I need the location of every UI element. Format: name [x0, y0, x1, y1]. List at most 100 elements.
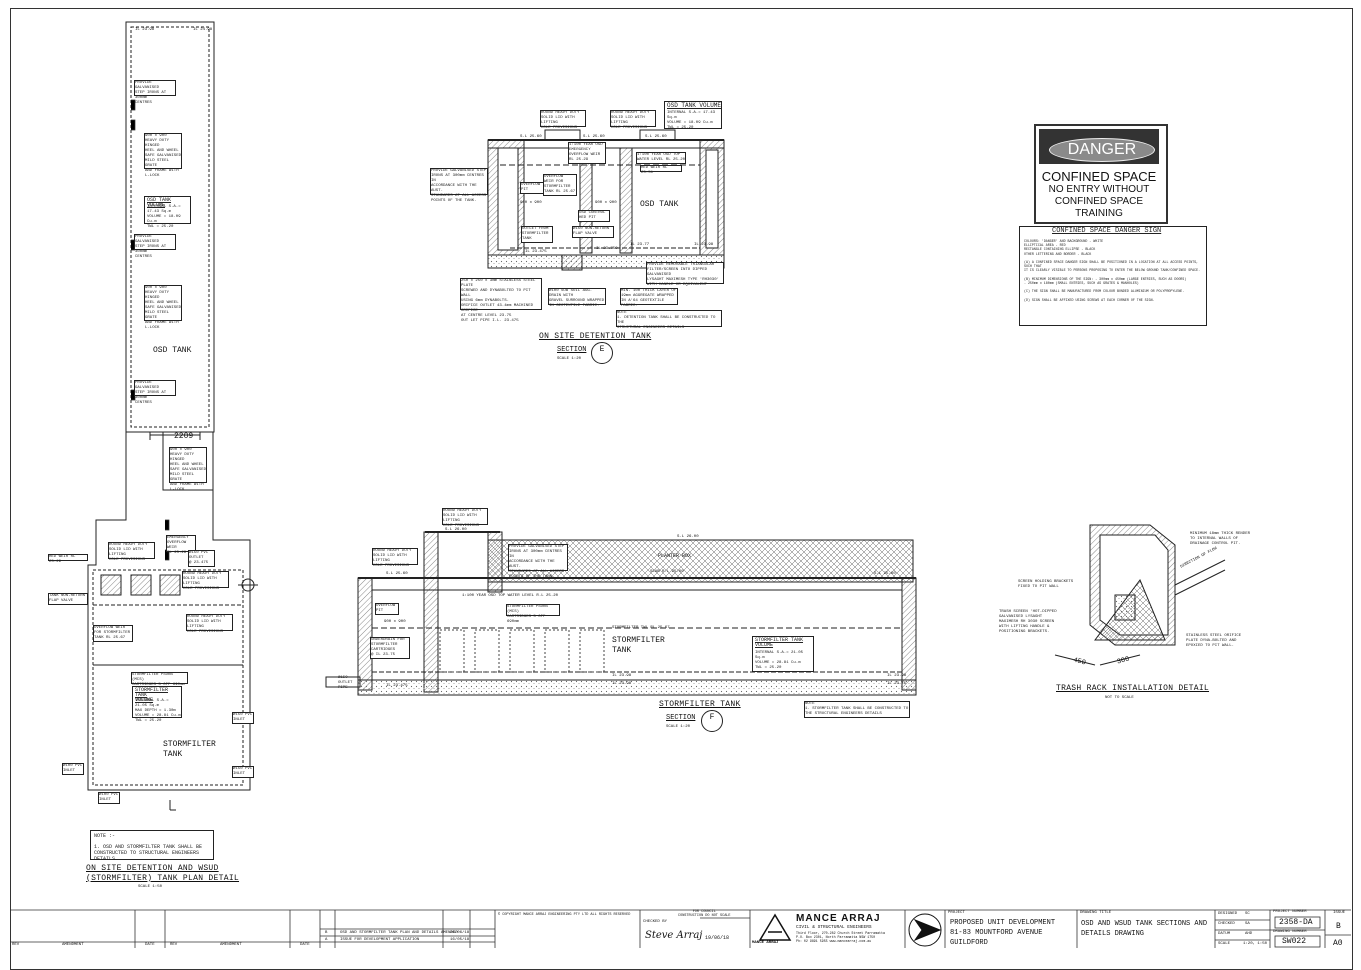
- plan-note-step-irons-2: PROVIDE GALVANISED STEP IRONS AT 300mm C…: [134, 234, 176, 259]
- plan-stormfilter-volume-title: STORMFILTER TANK VOLUME: [135, 687, 169, 703]
- tb-company: MANCE ARRAJ: [796, 913, 881, 924]
- trash-rack-screen-note: TRASH SCREEN 'HOT-DIPPED GALVANISED LYSA…: [999, 610, 1057, 634]
- tb-drawing-title-2: DETAILS DRAWING: [1081, 930, 1145, 938]
- tb-designed: SC: [1245, 912, 1250, 916]
- section-f-vol-title: STORMFILTER TANK VOLUME: [755, 637, 804, 648]
- section-e-outline: [487, 129, 725, 271]
- section-e-il2: IL 23.77: [630, 243, 650, 247]
- north-arrow-icon: [908, 913, 942, 947]
- danger-line-2: NO ENTRY WITHOUT: [1048, 184, 1150, 195]
- section-e-osd-tank: OSD TANK: [640, 200, 679, 209]
- tb-size: A0: [1333, 939, 1343, 948]
- tb-datum-label: DATUM: [1218, 932, 1231, 936]
- section-f-il2: IL 23.98: [612, 674, 632, 678]
- section-f-word: SECTION: [666, 714, 696, 722]
- plan-note-title: NOTE :-: [94, 833, 116, 839]
- plan-width-dimension: 2209: [174, 432, 194, 441]
- tb-checked-label: CHECKED: [1218, 922, 1235, 926]
- section-e-agg-layer: MIN. 100 THICK LAYER OF 19mm AGGREGATE W…: [620, 288, 678, 308]
- tb-rev-a: OSD AND STORMFILTER TANK PLAN AND DETAIL…: [340, 931, 458, 935]
- trash-rack-orifice-note: STAINLESS STEEL ORIFICE PLATE DYNA-BOLTE…: [1186, 634, 1242, 648]
- plan-note-stormfilter-pipes: STORMFILTER PSORB (MCS) CARTRIDGES 5 OFF…: [131, 672, 188, 687]
- plan-note-heavy-lid-3: ROUND HEAVY DUTY SOLID LID WITH LIFTING …: [186, 614, 233, 634]
- title-block-lines: [10, 909, 1351, 948]
- plan-note-grate-3: 900 x 900 HEAVY DUTY HINGED HEEL AND WHE…: [169, 447, 207, 492]
- danger-sign: DANGER CONFINED SPACE NO ENTRY WITHOUT C…: [1034, 124, 1168, 224]
- section-f-title: STORMFILTER TANK: [659, 700, 741, 709]
- tb-project-2: 81-83 MOUNTFORD AVENUE: [950, 929, 1043, 937]
- section-f-dim-900: 900 x 900: [384, 620, 406, 624]
- tb-drawing-no: SW022: [1282, 937, 1307, 946]
- section-f-step-irons: PROVIDE GALVANISED STEP IRONS AT 300mm C…: [508, 544, 568, 579]
- plan-note-body: 1. OSD AND STORMFILTER TANK SHALL BE CON…: [94, 844, 203, 862]
- section-f-heavy-lid-b: ROUND HEAVY DUTY SOLID LID WITH LIFTING …: [372, 548, 418, 568]
- plan-note-overflow-weir: OVERFLOW WEIR FOR STORMFILTER TANK RL 25…: [93, 625, 133, 642]
- tb-company-address: Third Floor, 270-282 Church Street Parra…: [796, 931, 886, 943]
- section-e-marker: E: [591, 342, 613, 364]
- danger-spec-box: CONFINED SPACE DANGER SIGN COLOURS: 'DAN…: [1019, 226, 1207, 326]
- tb-issue-label: ISSUE: [1333, 911, 1346, 915]
- section-e-non-return: Ø150 NON-RETURN FLAP VALVE: [572, 226, 614, 238]
- tb-designed-label: DESIGNED: [1218, 912, 1238, 916]
- logo-mark: [758, 913, 792, 941]
- tb-issue: B: [1336, 922, 1341, 931]
- section-e-outlet-from: OUTLET FROM STORMFILTER TANK: [521, 226, 553, 243]
- tb-sign-date: 19/06/18: [705, 935, 730, 941]
- section-f-scale: SCALE 1:20: [666, 725, 691, 729]
- section-e-title: ON SITE DETENTION TANK: [539, 332, 652, 341]
- tb-checked: SA: [1245, 922, 1250, 926]
- plan-osd-tank-label: OSD TANK: [153, 346, 192, 355]
- tb-project-label: PROJECT: [948, 911, 965, 915]
- section-e-sl1: S.L 25.60: [520, 135, 542, 139]
- tb-scale: 1:20, 1:50: [1243, 942, 1268, 946]
- plan-note-step-irons-3: PROVIDE GALVANISED STEP IRONS AT 300mm C…: [134, 380, 176, 405]
- tb-logo-text: MANCE ARRAJ: [752, 941, 779, 945]
- danger-spec-body: COLOURS: 'DANGER' AND BACKGROUND - WHITE…: [1024, 239, 1201, 302]
- plan-level-b: IL 24.98: [193, 28, 213, 32]
- section-f-marker: F: [701, 710, 723, 732]
- section-f-il5: IL 23.75: [887, 682, 907, 686]
- tb-project-3: GUILDFORD: [950, 939, 988, 947]
- plan-note-emergency-weir: EMERGENCY OVERFLOW WEIR RL 25.29: [166, 535, 196, 555]
- section-f-sl-top: S.L 26.00: [677, 535, 699, 539]
- section-e-dim-900: 900 x 900: [520, 201, 542, 205]
- danger-line-3: CONFINED SPACE: [1054, 196, 1144, 207]
- plan-note-pvc-outlet: Ø150 PVC OUTLET @ 23.475: [188, 550, 215, 567]
- plan-note-grate-2: 900 x 900 HEAVY DUTY HINGED HEEL AND WHE…: [144, 285, 182, 330]
- tb-col-rev-1: REV: [12, 943, 20, 947]
- section-e-screen: PROVIDE REMOVABLE TRIANGULAR FILTER/SCRE…: [646, 262, 724, 287]
- plan-note-heavy-lid-1: ROUND HEAVY DUTY SOLID LID WITH LIFTING …: [108, 542, 155, 562]
- tb-company-sub: CIVIL & STRUCTURAL ENGINEERS: [796, 925, 872, 930]
- danger-band: DANGER: [1039, 129, 1159, 164]
- plan-osd-volume-body: INTERNAL S.A.= 17.43 Sq.m VOLUME = 18.09…: [147, 205, 181, 229]
- section-e-overflow-pit: OVERFLOW PIT: [520, 182, 544, 194]
- section-e-step-irons: PROVIDE GALVANISED STEP IRONS AT 300mm C…: [430, 168, 488, 203]
- danger-spec-title: CONFINED SPACE DANGER SIGN: [1052, 227, 1162, 235]
- tb-project-no-label: PROJECT NUMBER: [1273, 910, 1307, 914]
- trash-rack-brackets-note: SCREEN HOLDING BRACKETS FIXED TO PIT WAL…: [1018, 580, 1074, 589]
- section-e-dim-900b: 900 x 900: [595, 201, 617, 205]
- trash-rack-title: TRASH RACK INSTALLATION DETAIL: [1056, 684, 1210, 693]
- tb-drawing-title-1: OSD AND WSUD TANK SECTIONS AND: [1081, 920, 1208, 928]
- tb-col-amend-1: AMENDMENT: [62, 943, 84, 947]
- section-e-heavy-lid-a: ROUND HEAVY DUTY SOLID LID WITH LIFTING …: [540, 110, 586, 130]
- trash-rack-scale: NOT TO SCALE: [1105, 696, 1134, 700]
- section-e-note: NOTE 1. DETENTION TANK SHALL BE CONSTRUC…: [616, 310, 722, 330]
- plan-note-step-irons-1: PROVIDE GALVANISED STEP IRONS AT 300mm C…: [134, 80, 176, 105]
- tb-date-a: 26/06/18: [450, 931, 470, 935]
- tb-col-date-2: DATE: [300, 943, 310, 947]
- tb-date-b: 16/05/18: [450, 938, 470, 942]
- section-f-heavy-lid-a: ROUND HEAVY DUTY SOLID LID WITH LIFTING …: [442, 508, 488, 528]
- plan-stormfilter-tank-label: STORMFILTER TANK: [163, 740, 216, 759]
- section-e-il1: IL 23.475: [525, 250, 547, 254]
- tb-drawing-title-label: DRAWING TITLE: [1080, 911, 1112, 915]
- plan-stormfilter-volume-body: INTERNAL S.A.= 21.05 Sq.m MAX DEPTH = 1.…: [135, 699, 181, 723]
- plan-outline: [87, 21, 258, 811]
- plan-note-inlet-2: Ø150 PVC INLET: [232, 766, 254, 778]
- section-f-il3: IL 23.98: [612, 682, 632, 686]
- section-f-twl: STORMFILTER TWL RL 25.67: [612, 626, 670, 630]
- plan-stormfilter-volume-box: STORMFILTER TANK VOLUME INTERNAL S.A.= 2…: [132, 686, 182, 723]
- plan-note-box: NOTE :- 1. OSD AND STORMFILTER TANK SHAL…: [90, 830, 214, 862]
- tb-datum: AHD: [1245, 932, 1253, 936]
- plan-level-a: IL 23.98: [135, 28, 155, 32]
